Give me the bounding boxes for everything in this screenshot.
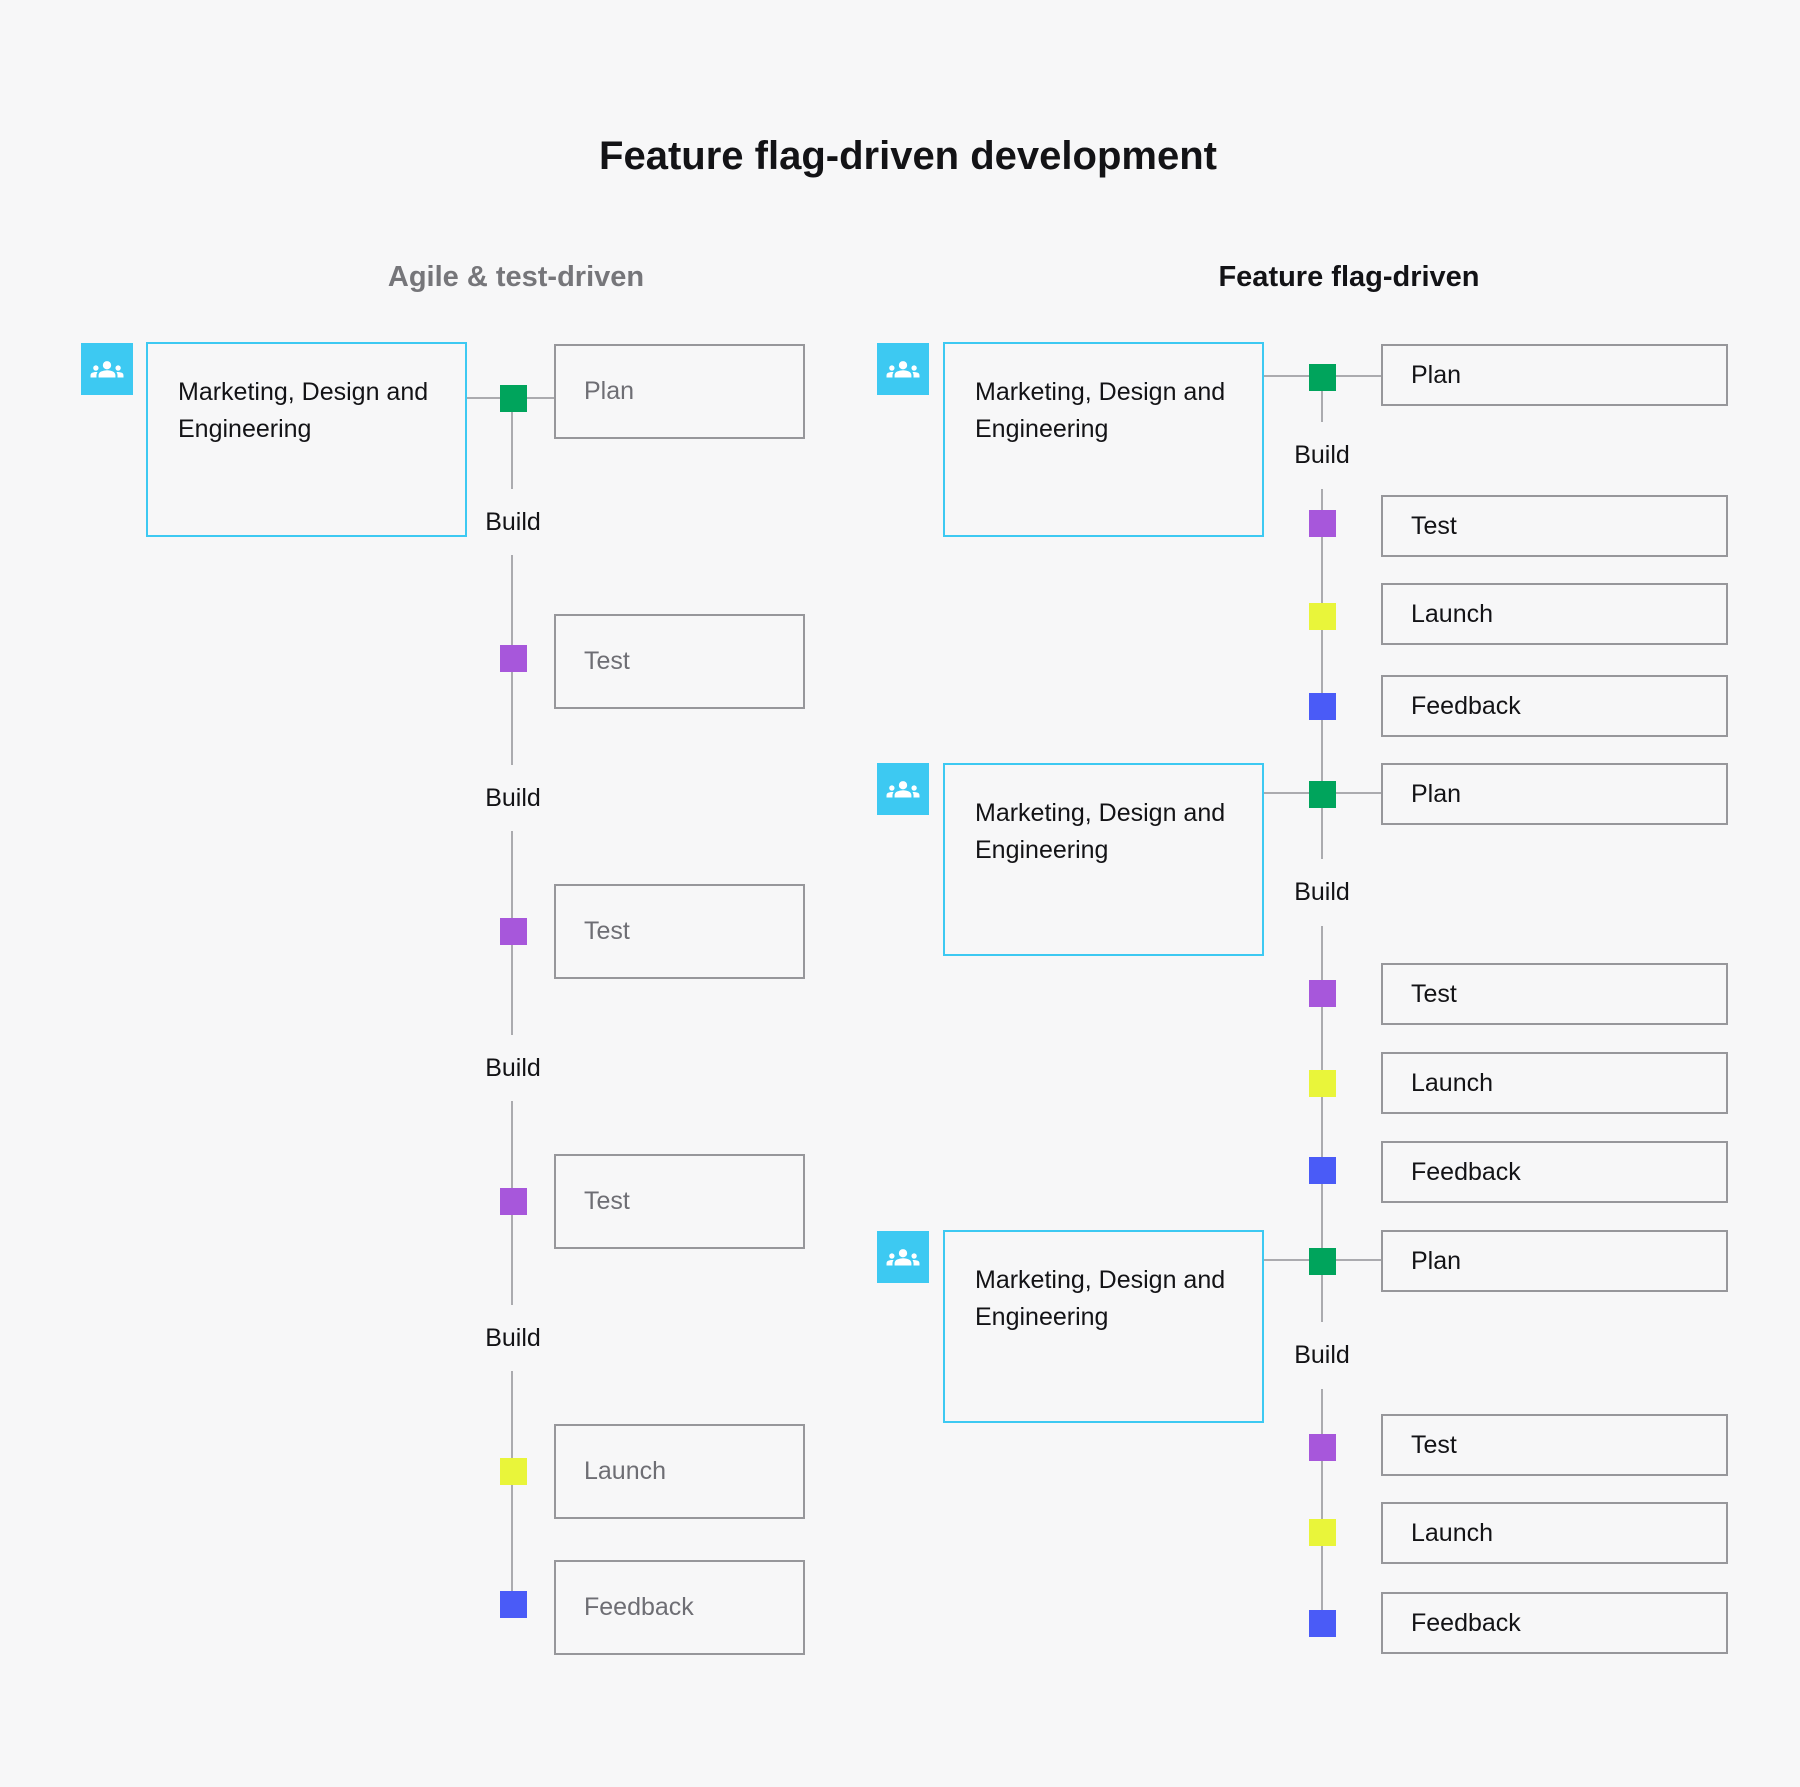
launch-box: Launch bbox=[1381, 583, 1728, 645]
left-timeline-segment bbox=[511, 399, 513, 489]
plan-box: Plan bbox=[554, 344, 805, 439]
feedback-node bbox=[1309, 1610, 1336, 1637]
test-box: Test bbox=[554, 614, 805, 709]
team-icon-tile bbox=[877, 1231, 929, 1283]
test-node bbox=[1309, 510, 1336, 537]
right-timeline-segment bbox=[1321, 926, 1323, 1322]
plan-node bbox=[1309, 781, 1336, 808]
build-label: Build bbox=[485, 784, 541, 812]
test-node bbox=[500, 918, 527, 945]
right-column-header: Feature flag-driven bbox=[1218, 261, 1480, 293]
team-box: Marketing, Design and Engineering bbox=[943, 1230, 1264, 1423]
test-label: Test bbox=[584, 1187, 630, 1215]
feedback-box: Feedback bbox=[1381, 675, 1728, 737]
team-box-label: Marketing, Design and Engineering bbox=[178, 378, 429, 443]
team-icon-tile bbox=[877, 343, 929, 395]
team-box: Marketing, Design and Engineering bbox=[146, 342, 467, 537]
team-box-label: Marketing, Design and Engineering bbox=[975, 1266, 1226, 1331]
team-icon-tile bbox=[877, 763, 929, 815]
launch-label: Launch bbox=[1411, 1518, 1494, 1547]
right-timeline-segment bbox=[1321, 1389, 1323, 1610]
left-column-header: Agile & test-driven bbox=[387, 261, 645, 293]
right-timeline-segment bbox=[1321, 377, 1323, 422]
feedback-label: Feedback bbox=[1411, 1608, 1521, 1637]
plan-label: Plan bbox=[1411, 779, 1462, 808]
test-box: Test bbox=[1381, 1414, 1728, 1476]
page-title: Feature flag-driven development bbox=[599, 134, 1217, 178]
build-label: Build bbox=[485, 1324, 541, 1352]
test-label: Test bbox=[1411, 511, 1457, 540]
plan-label: Plan bbox=[1411, 360, 1462, 389]
build-label: Build bbox=[1294, 878, 1350, 906]
launch-label: Launch bbox=[584, 1457, 667, 1485]
team-box: Marketing, Design and Engineering bbox=[943, 763, 1264, 956]
test-node bbox=[1309, 1434, 1336, 1461]
launch-node bbox=[1309, 603, 1336, 630]
test-label: Test bbox=[1411, 979, 1457, 1008]
feedback-box: Feedback bbox=[1381, 1592, 1728, 1654]
plan-node bbox=[1309, 1248, 1336, 1275]
build-label: Build bbox=[1294, 1341, 1350, 1369]
team-people-icon bbox=[886, 1249, 920, 1266]
test-box: Test bbox=[554, 1154, 805, 1249]
team-box: Marketing, Design and Engineering bbox=[943, 342, 1264, 537]
test-label: Test bbox=[584, 647, 630, 675]
launch-node bbox=[500, 1458, 527, 1485]
build-label: Build bbox=[485, 1054, 541, 1082]
launch-box: Launch bbox=[1381, 1052, 1728, 1114]
team-people-icon bbox=[886, 781, 920, 798]
launch-node bbox=[1309, 1070, 1336, 1097]
build-label: Build bbox=[1294, 441, 1350, 469]
feedback-label: Feedback bbox=[584, 1593, 694, 1621]
plan-box: Plan bbox=[1381, 344, 1728, 406]
plan-node bbox=[500, 385, 527, 412]
team-people-icon bbox=[90, 361, 124, 378]
feedback-label: Feedback bbox=[1411, 1157, 1521, 1186]
build-label: Build bbox=[485, 508, 541, 536]
test-label: Test bbox=[584, 917, 630, 945]
feedback-node bbox=[1309, 1157, 1336, 1184]
launch-box: Launch bbox=[1381, 1502, 1728, 1564]
test-node bbox=[500, 1188, 527, 1215]
test-node bbox=[1309, 980, 1336, 1007]
right-timeline-segment bbox=[1321, 489, 1323, 859]
test-box: Test bbox=[554, 884, 805, 979]
test-label: Test bbox=[1411, 1430, 1457, 1459]
plan-box: Plan bbox=[1381, 1230, 1728, 1292]
team-box-label: Marketing, Design and Engineering bbox=[975, 799, 1226, 864]
feedback-node bbox=[1309, 693, 1336, 720]
plan-box: Plan bbox=[1381, 763, 1728, 825]
test-box: Test bbox=[1381, 963, 1728, 1025]
plan-label: Plan bbox=[584, 377, 635, 405]
feedback-box: Feedback bbox=[1381, 1141, 1728, 1203]
plan-node bbox=[1309, 364, 1336, 391]
team-icon-tile bbox=[81, 343, 133, 395]
team-people-icon bbox=[886, 361, 920, 378]
team-box-label: Marketing, Design and Engineering bbox=[975, 378, 1226, 443]
feedback-node bbox=[500, 1591, 527, 1618]
test-node bbox=[500, 645, 527, 672]
plan-label: Plan bbox=[1411, 1246, 1462, 1275]
feedback-label: Feedback bbox=[1411, 691, 1521, 720]
launch-label: Launch bbox=[1411, 599, 1494, 628]
test-box: Test bbox=[1381, 495, 1728, 557]
feedback-box: Feedback bbox=[554, 1560, 805, 1655]
launch-label: Launch bbox=[1411, 1068, 1494, 1097]
launch-node bbox=[1309, 1519, 1336, 1546]
launch-box: Launch bbox=[554, 1424, 805, 1519]
